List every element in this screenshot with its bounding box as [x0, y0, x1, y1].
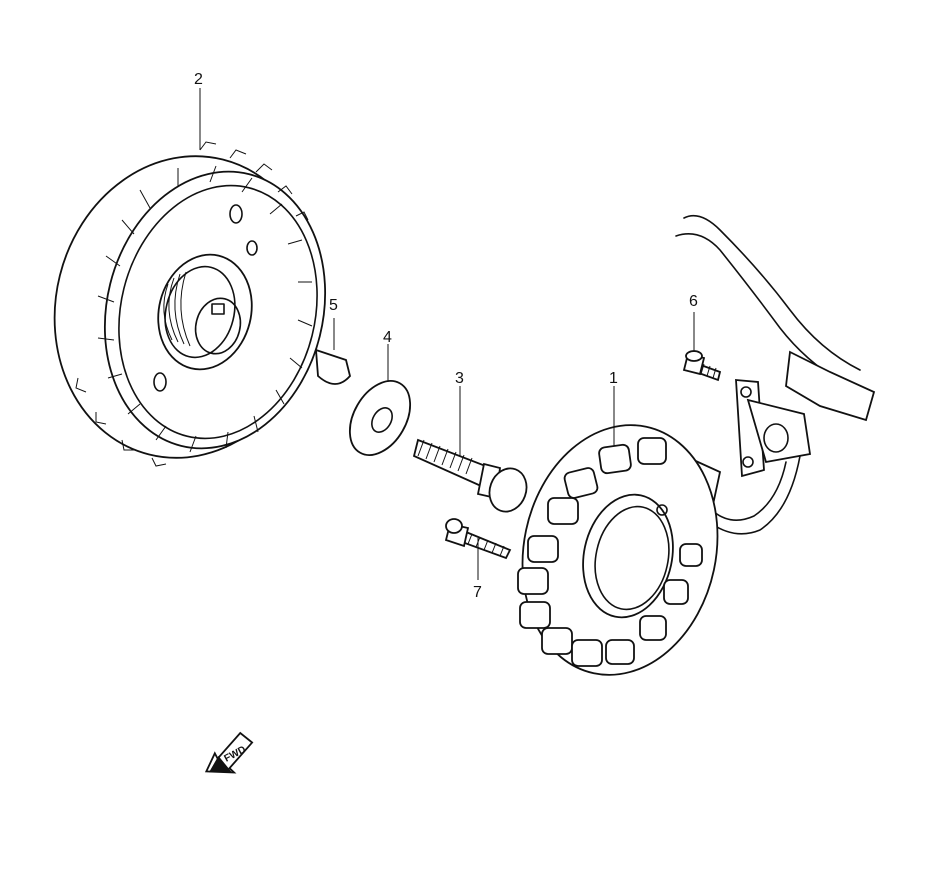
leader-lines	[199, 88, 695, 580]
callout-4: 4	[383, 329, 392, 346]
callout-2: 2	[194, 71, 203, 88]
callout-3: 3	[455, 370, 464, 387]
callout-6: 6	[689, 293, 698, 310]
stator-assembly	[517, 214, 876, 676]
woodruff-key	[314, 348, 351, 385]
callout-5: 5	[329, 297, 338, 314]
callout-7: 7	[473, 584, 482, 601]
rotor-flywheel	[53, 141, 327, 467]
fwd-arrow-icon: FWD	[204, 731, 254, 774]
callout-1: 1	[609, 370, 618, 387]
rotor-bolt	[412, 438, 528, 513]
washer	[348, 380, 412, 456]
clamp-screw	[682, 350, 722, 382]
